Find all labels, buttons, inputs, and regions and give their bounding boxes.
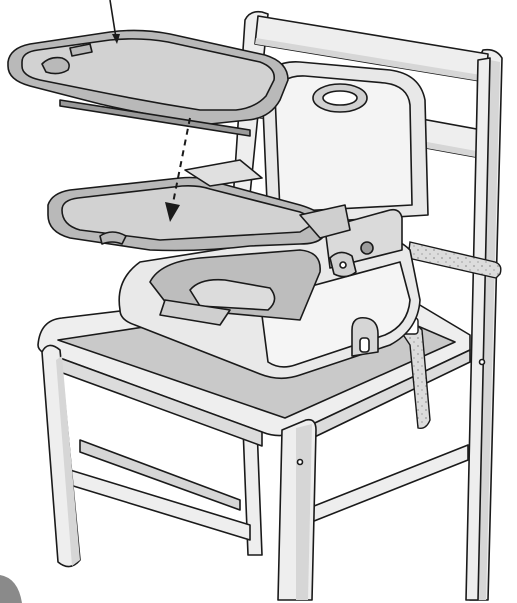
adjust-knob-icon <box>361 242 373 254</box>
chair-front-stretcher <box>304 445 468 525</box>
step-badge-corner <box>0 575 22 603</box>
